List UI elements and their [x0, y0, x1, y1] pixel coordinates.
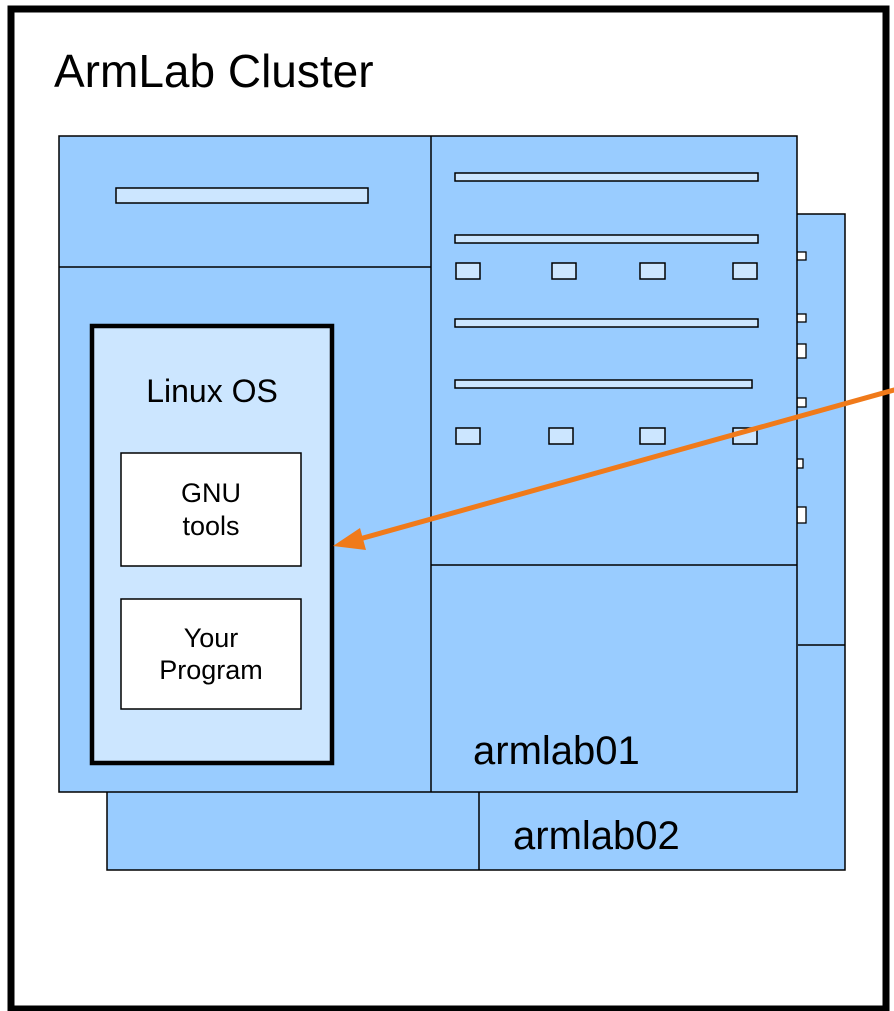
port-row1-3 — [639, 262, 666, 280]
your-program-line-2: Program — [159, 655, 263, 685]
machine-label-armlab02: armlab02 — [513, 814, 680, 858]
drive-bay-slot — [115, 187, 369, 204]
your-program-box — [120, 598, 302, 710]
gnu-tools-box — [120, 452, 302, 567]
machine-label-armlab01: armlab01 — [473, 729, 640, 773]
armlab02-slot-5 — [796, 458, 804, 469]
gnu-tools-line-1: GNU — [181, 478, 241, 509]
armlab02-slot-6 — [796, 506, 807, 524]
arrow-head — [333, 528, 366, 550]
your-program-label: Your Program — [121, 599, 301, 709]
port-row2-1 — [455, 427, 481, 445]
gnu-tools-label: GNU tools — [121, 453, 301, 566]
expansion-slot-1 — [454, 172, 759, 182]
port-row1-4 — [732, 262, 758, 280]
port-row1-2 — [551, 262, 577, 280]
armlab02-slot-3 — [796, 343, 807, 359]
expansion-slot-4 — [454, 379, 753, 389]
arrow-shaft — [353, 387, 894, 543]
expansion-slot-2 — [454, 234, 759, 244]
gnu-tools-line-2: tools — [182, 510, 240, 541]
linux-os-label: Linux OS — [146, 373, 278, 409]
expansion-slot-3 — [454, 318, 759, 328]
diagram-title: ArmLab Cluster — [54, 45, 374, 97]
server-armlab01 — [58, 135, 798, 793]
port-row1-1 — [455, 262, 481, 280]
your-program-line-1: Your — [183, 622, 239, 653]
armlab02-slot-4 — [796, 397, 807, 408]
arrow — [333, 387, 894, 550]
port-row2-2 — [548, 427, 574, 445]
armlab02-slot-2 — [796, 313, 807, 323]
armlab02-slot-1 — [796, 251, 807, 261]
port-row2-3 — [639, 427, 666, 445]
